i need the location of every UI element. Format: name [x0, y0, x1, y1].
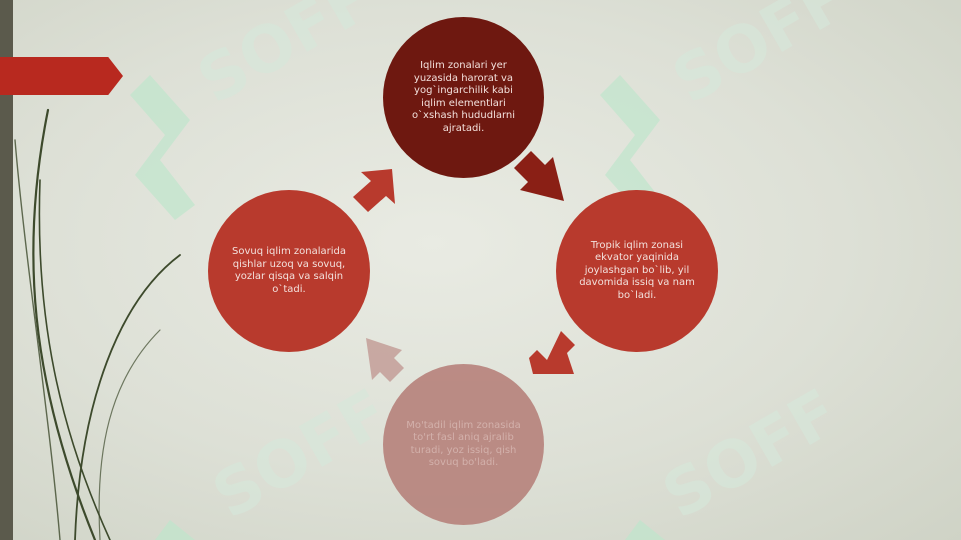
cycle-node-text: Tropik iqlim zonasi ekvator yaqinida joy… [579, 239, 695, 301]
cycle-node-text: Iqlim zonalari yer yuzasida harorat va y… [411, 60, 516, 134]
arrow-top-right [514, 151, 564, 201]
title-ribbon [0, 57, 123, 95]
cycle-node-text: Sovuq iqlim zonalarida qishlar uzoq va s… [232, 246, 346, 295]
arrow-top-left [353, 169, 395, 212]
cycle-node-bottom: Mo'tadil iqlim zonasida to'rt fasl aniq … [383, 364, 544, 525]
arrow-bottom-left [366, 338, 404, 382]
arrow-bottom-right [529, 331, 575, 374]
cycle-node-left: Sovuq iqlim zonalarida qishlar uzoq va s… [208, 190, 370, 352]
left-accent-bar [0, 0, 13, 540]
cycle-node-top: Iqlim zonalari yer yuzasida harorat va y… [383, 17, 544, 178]
cycle-node-right: Tropik iqlim zonasi ekvator yaqinida joy… [556, 190, 718, 352]
cycle-node-text: Mo'tadil iqlim zonasida to'rt fasl aniq … [406, 419, 521, 469]
